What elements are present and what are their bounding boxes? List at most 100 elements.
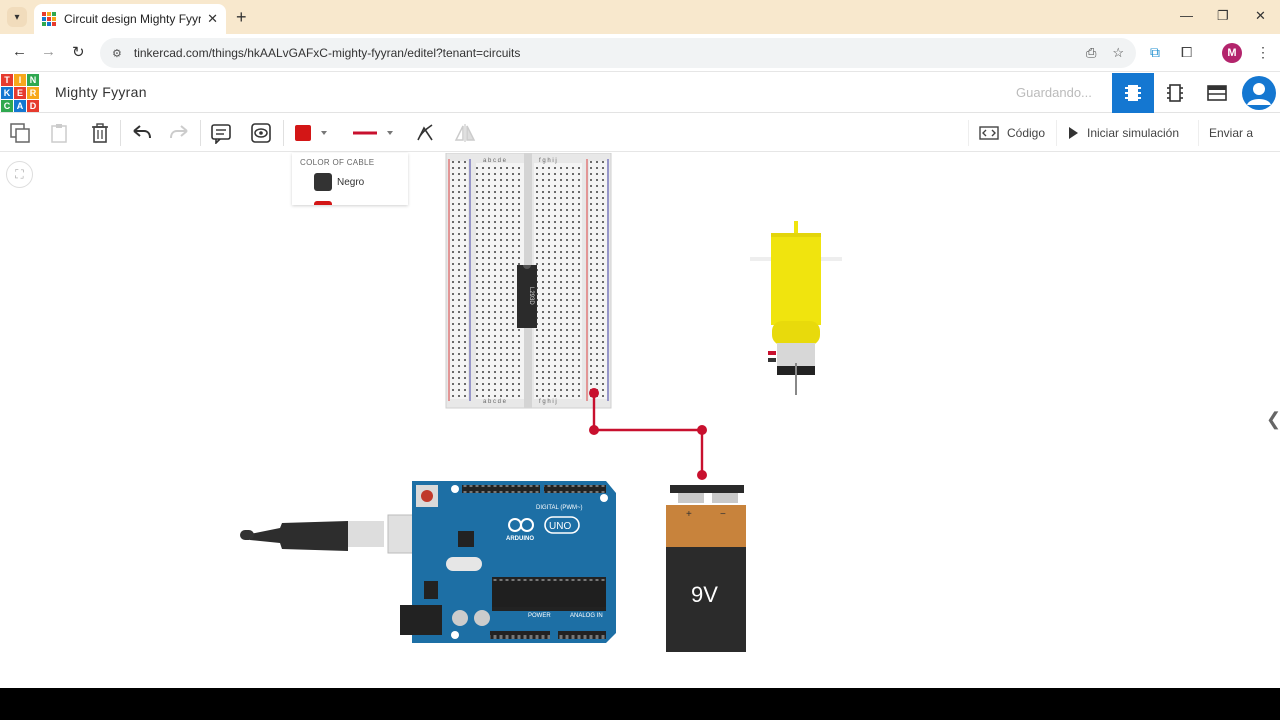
logo-letter: A <box>14 100 26 112</box>
battery-plus-label: + <box>686 509 692 520</box>
black-color-option[interactable] <box>314 173 332 191</box>
profile-avatar[interactable]: M <box>1222 43 1242 63</box>
wire-color-dropdown[interactable] <box>292 121 332 145</box>
fit-view-button[interactable]: ⛶ <box>6 161 33 188</box>
logo-letter: D <box>27 100 39 112</box>
breadboard[interactable]: a b c d e f g h i j a b c d e f g h i j <box>445 153 612 409</box>
toolbar-separator <box>283 120 284 146</box>
send-to-button[interactable]: Enviar a <box>1198 120 1264 146</box>
copy-icon <box>10 123 30 143</box>
toggle-notes-visibility-button[interactable] <box>248 121 274 145</box>
circuit-canvas[interactable]: ⛶ <box>0 153 1280 688</box>
browser-window: ▾ Circuit design Mighty Fyyran - T ✕ + —… <box>0 0 1280 688</box>
toolbar-separator <box>120 120 121 146</box>
dc-motor[interactable] <box>750 221 842 395</box>
red-wire[interactable] <box>589 388 707 480</box>
mirror-icon <box>454 124 476 142</box>
wire-type-dropdown[interactable] <box>350 121 398 145</box>
breadboard-cols-right-label: f g h i j <box>539 158 557 164</box>
logo-letter: I <box>14 74 26 86</box>
start-simulation-button[interactable]: Iniciar simulación <box>1056 120 1190 146</box>
arduino-uno[interactable]: DIGITAL (PWM~) UNO ARDUINO POWER ANALOG … <box>240 481 616 643</box>
component-list-button[interactable] <box>1196 73 1238 113</box>
red-color-option[interactable] <box>314 201 332 205</box>
code-button[interactable]: Código <box>968 120 1056 146</box>
saving-status: Guardando... <box>1016 85 1092 100</box>
wire-line-icon <box>353 131 393 135</box>
tab-close-icon[interactable]: ✕ <box>207 11 218 26</box>
bookmark-star-icon[interactable]: ☆ <box>1112 45 1124 60</box>
extensions-puzzle-icon[interactable]: ⧠ <box>1181 44 1193 60</box>
copy-button[interactable] <box>7 121 33 145</box>
close-window-button[interactable]: ✕ <box>1255 8 1266 23</box>
arduino-analog-label: ANALOG IN <box>570 613 603 619</box>
arduino-brand-label: ARDUINO <box>506 536 534 542</box>
tinkercad-favicon-icon <box>42 12 56 26</box>
tab-search-button[interactable]: ▾ <box>7 7 27 27</box>
schematic-icon <box>1167 84 1183 102</box>
maximize-button[interactable]: ❐ <box>1217 8 1229 23</box>
trash-icon <box>92 123 108 143</box>
eye-note-icon <box>251 123 271 143</box>
rotate-button[interactable] <box>412 121 438 145</box>
new-tab-button[interactable]: + <box>236 7 247 27</box>
design-name[interactable]: Mighty Fyyran <box>55 84 147 100</box>
l293d-chip[interactable]: L293D <box>517 265 537 328</box>
reload-button[interactable]: ↻ <box>72 44 85 61</box>
battery-9v[interactable]: + − 9V <box>666 485 746 652</box>
code-icon <box>979 126 999 140</box>
user-avatar-icon[interactable] <box>1240 75 1278 111</box>
circuit-view-button[interactable] <box>1112 73 1154 113</box>
fit-view-icon: ⛶ <box>15 167 24 181</box>
delete-button[interactable] <box>87 121 113 145</box>
chip-label: L293D <box>528 287 534 305</box>
notes-button[interactable] <box>208 121 234 145</box>
extension-icon[interactable]: ⧉ <box>1150 44 1160 60</box>
install-app-icon[interactable]: ⎙ <box>1085 45 1097 60</box>
cable-panel-title: COLOR OF CABLE <box>300 158 375 167</box>
toolbar-separator <box>200 120 201 146</box>
address-bar[interactable]: ⚙ tinkercad.com/things/hkAALvGAFxC-might… <box>100 38 1136 68</box>
breadboard-cols-left-bottom-label: a b c d e <box>483 399 507 405</box>
flip-button[interactable] <box>452 121 478 145</box>
forward-button[interactable]: → <box>41 43 56 60</box>
tinkercad-logo[interactable]: T I N K E R C A D <box>1 74 39 112</box>
note-icon <box>211 124 231 144</box>
expand-panel-chevron-icon[interactable]: ❮ <box>1266 409 1280 429</box>
tinkercad-header: T I N K E R C A D Mighty Fyyran Guardand… <box>0 73 1280 113</box>
rotate-icon <box>417 124 433 141</box>
arduino-model-label: UNO <box>549 521 571 532</box>
navigation-bar: ← → ↻ ⚙ tinkercad.com/things/hkAALvGAFxC… <box>0 34 1280 72</box>
logo-letter: C <box>1 100 13 112</box>
simulate-label: Iniciar simulación <box>1087 126 1180 140</box>
tab-title: Circuit design Mighty Fyyran - T <box>64 12 202 26</box>
minimize-button[interactable]: — <box>1180 8 1193 23</box>
table-icon <box>1207 85 1227 101</box>
arduino-digital-label: DIGITAL (PWM~) <box>536 505 583 511</box>
undo-button[interactable] <box>128 121 154 145</box>
breadboard-cols-left-label: a b c d e <box>483 158 507 164</box>
logo-letter: N <box>27 74 39 86</box>
tab-strip: ▾ Circuit design Mighty Fyyran - T ✕ + —… <box>0 0 1280 34</box>
code-label: Código <box>1007 126 1046 140</box>
editor-toolbar: Código Iniciar simulación Enviar a <box>0 114 1280 152</box>
redo-button[interactable] <box>167 121 193 145</box>
cable-color-panel: COLOR OF CABLE Negro <box>292 153 408 205</box>
paste-icon <box>51 124 67 143</box>
battery-label: 9V <box>691 582 718 607</box>
arduino-power-label: POWER <box>528 613 551 619</box>
breadboard-cols-right-bottom-label: f g h i j <box>539 399 557 405</box>
battery-minus-label: − <box>720 509 726 520</box>
url-text: tinkercad.com/things/hkAALvGAFxC-mighty-… <box>133 46 521 60</box>
back-button[interactable]: ← <box>12 43 27 60</box>
wire-color-swatch-icon <box>295 125 327 141</box>
browser-menu-icon[interactable]: ⋮ <box>1256 44 1270 60</box>
browser-tab[interactable]: Circuit design Mighty Fyyran - T ✕ <box>34 4 226 34</box>
send-label: Enviar a <box>1209 126 1254 140</box>
paste-button[interactable] <box>46 121 72 145</box>
circuit-drawing: a b c d e f g h i j a b c d e f g h i j … <box>240 153 842 652</box>
logo-letter: T <box>1 74 13 86</box>
chip-icon <box>1125 85 1141 101</box>
schematic-view-button[interactable] <box>1154 73 1196 113</box>
site-info-icon[interactable]: ⚙ <box>112 47 122 60</box>
